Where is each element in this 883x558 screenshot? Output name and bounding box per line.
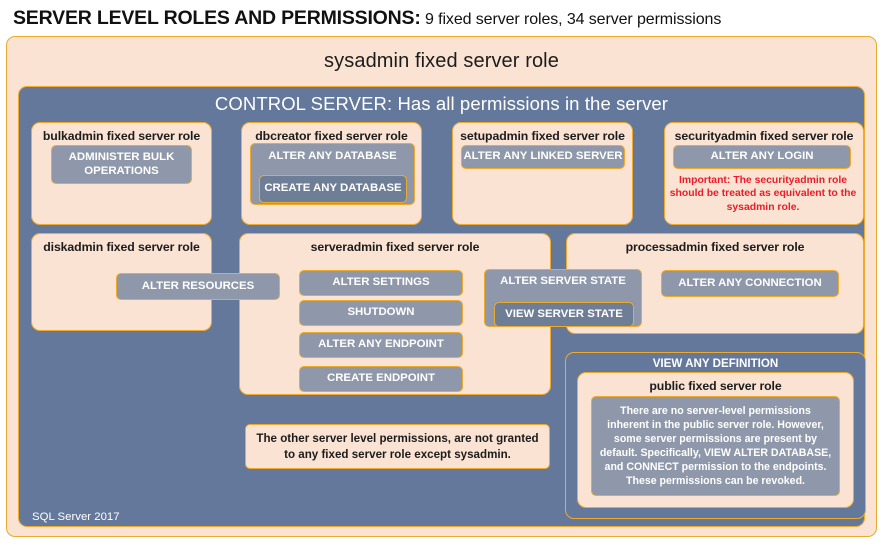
permission-administer-bulk-operations: ADMINISTER BULK OPERATIONS [51, 145, 192, 184]
role-label-setupadmin: setupadmin fixed server role [460, 129, 625, 143]
permission-alter-resources: ALTER RESOURCES [116, 273, 280, 300]
control-server-label: CONTROL SERVER: Has all permissions in t… [214, 93, 669, 114]
permission-shutdown: SHUTDOWN [299, 300, 463, 326]
sysadmin-role-label: sysadmin fixed server role [324, 50, 559, 72]
permission-view-any-definition-label: VIEW ANY DEFINITION [652, 357, 779, 370]
role-label-diskadmin: diskadmin fixed server role [43, 240, 200, 254]
role-label-public: public fixed server role [649, 379, 782, 393]
permission-view-server-state: VIEW SERVER STATE [494, 302, 634, 327]
permission-alter-any-connection: ALTER ANY CONNECTION [661, 270, 839, 297]
page-title-main: SERVER LEVEL ROLES AND PERMISSIONS: [13, 7, 421, 29]
role-label-bulkadmin: bulkadmin fixed server role [42, 129, 201, 143]
footer-version-label: SQL Server 2017 [32, 511, 120, 523]
note-other-permissions: The other server level permissions, are … [245, 424, 550, 469]
page-title-sub: 9 fixed server roles, 34 server permissi… [420, 11, 722, 28]
permission-alter-any-login: ALTER ANY LOGIN [673, 145, 851, 169]
role-box-setupadmin: setupadmin fixed server role [452, 122, 633, 225]
securityadmin-warning-note: Important: The securityadmin role should… [669, 175, 857, 213]
role-label-securityadmin: securityadmin fixed server role [674, 129, 854, 143]
role-box-diskadmin: diskadmin fixed server role [31, 233, 212, 331]
permission-create-endpoint: CREATE ENDPOINT [299, 366, 463, 392]
page-title: SERVER LEVEL ROLES AND PERMISSIONS: 9 fi… [13, 7, 873, 33]
role-label-processadmin: processadmin fixed server role [625, 240, 805, 254]
permission-create-any-database: CREATE ANY DATABASE [259, 175, 407, 203]
role-label-serveradmin: serveradmin fixed server role [310, 240, 480, 254]
role-label-dbcreator: dbcreator fixed server role [255, 129, 408, 143]
permission-alter-any-endpoint: ALTER ANY ENDPOINT [299, 332, 463, 358]
role-box-securityadmin: securityadmin fixed server role [664, 122, 864, 225]
permission-alter-any-linked-server: ALTER ANY LINKED SERVER [461, 145, 625, 169]
public-role-description: There are no server-level permissions in… [591, 396, 840, 496]
permission-alter-settings: ALTER SETTINGS [299, 270, 463, 296]
